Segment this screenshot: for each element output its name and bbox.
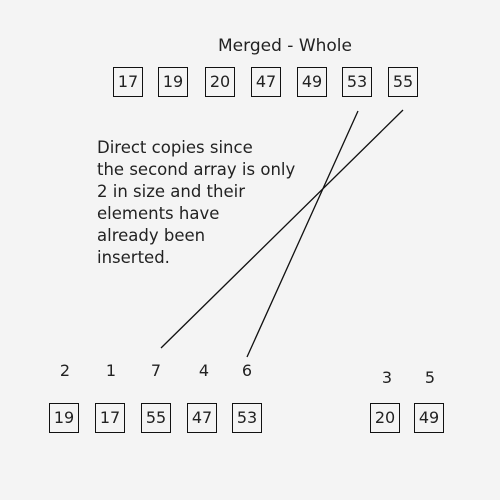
left-array-label: 4 (198, 361, 210, 380)
right-array-label: 5 (424, 368, 436, 387)
explanation-note: Direct copies since the second array is … (97, 137, 327, 269)
right-array-label: 3 (381, 368, 393, 387)
merged-cell: 17 (113, 67, 143, 97)
left-array-cell: 19 (49, 403, 79, 433)
note-line: 2 in size and their (97, 182, 246, 201)
note-line: inserted. (97, 248, 170, 267)
merged-cell: 19 (158, 67, 188, 97)
left-array-label: 7 (150, 361, 162, 380)
note-line: elements have (97, 204, 220, 223)
right-array-cell: 49 (414, 403, 444, 433)
merged-cell: 49 (297, 67, 327, 97)
note-line: Direct copies since (97, 138, 253, 157)
note-line: the second array is only (97, 160, 296, 179)
left-array-label: 6 (241, 361, 253, 380)
left-array-cell: 55 (141, 403, 171, 433)
left-array-label: 2 (59, 361, 71, 380)
diagram-title: Merged - Whole (218, 36, 352, 56)
connector-line-55 (160, 109, 404, 349)
merged-cell: 55 (388, 67, 418, 97)
merged-cell: 20 (205, 67, 235, 97)
left-array-cell: 53 (232, 403, 262, 433)
right-array-cell: 20 (370, 403, 400, 433)
left-array-cell: 47 (187, 403, 217, 433)
left-array-cell: 17 (95, 403, 125, 433)
left-array-label: 1 (105, 361, 117, 380)
note-line: already been (97, 226, 206, 245)
connector-line-53 (246, 110, 359, 358)
merged-cell: 47 (251, 67, 281, 97)
merged-cell: 53 (342, 67, 372, 97)
